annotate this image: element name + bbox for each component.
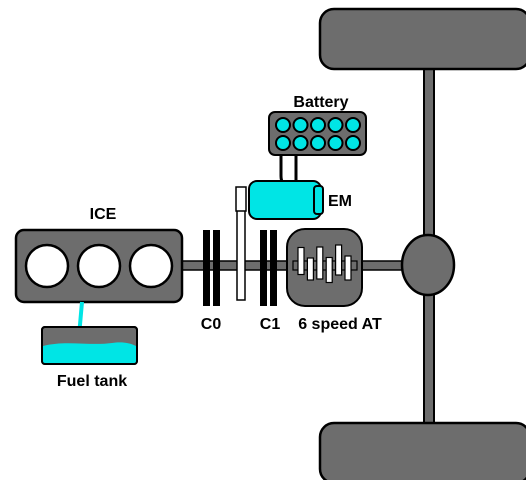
differential bbox=[400, 233, 456, 297]
gear-set bbox=[335, 244, 343, 276]
battery-cell bbox=[275, 117, 291, 133]
battery-cell bbox=[310, 135, 326, 151]
clutch-c1 bbox=[260, 230, 277, 306]
electric-motor bbox=[248, 180, 324, 220]
clutch-c0 bbox=[203, 230, 220, 306]
transmission-label: 6 speed AT bbox=[298, 316, 382, 333]
gear-sets bbox=[297, 244, 352, 284]
battery-cell bbox=[327, 117, 344, 133]
ice-label: ICE bbox=[90, 206, 117, 223]
gear-set bbox=[344, 255, 352, 281]
wheel-bottom bbox=[318, 421, 526, 485]
gear-set bbox=[325, 256, 333, 284]
wheel-top bbox=[318, 7, 526, 71]
battery-cell bbox=[327, 135, 344, 151]
battery-cell bbox=[292, 135, 309, 151]
battery-cells bbox=[275, 117, 361, 151]
c0-label: C0 bbox=[201, 316, 222, 333]
em-shaft-cap bbox=[235, 186, 247, 212]
c1-label: C1 bbox=[260, 316, 281, 333]
gear-set bbox=[306, 257, 314, 281]
fuel-tank-label: Fuel tank bbox=[57, 373, 127, 390]
battery-cell bbox=[275, 135, 291, 151]
battery-cell bbox=[345, 117, 361, 133]
gear-set bbox=[297, 246, 305, 276]
battery-cell bbox=[345, 135, 361, 151]
transmission-shaft bbox=[292, 260, 358, 271]
battery-cell bbox=[292, 117, 309, 133]
em-label: EM bbox=[328, 193, 352, 210]
battery-cell bbox=[310, 117, 326, 133]
battery-label: Battery bbox=[293, 94, 348, 111]
ice-cylinder bbox=[128, 243, 174, 289]
em-shaft bbox=[236, 199, 246, 301]
fuel-tank bbox=[41, 326, 138, 365]
gear-set bbox=[316, 246, 324, 280]
ice-cylinder bbox=[76, 243, 122, 289]
ice-cylinder bbox=[24, 243, 70, 289]
